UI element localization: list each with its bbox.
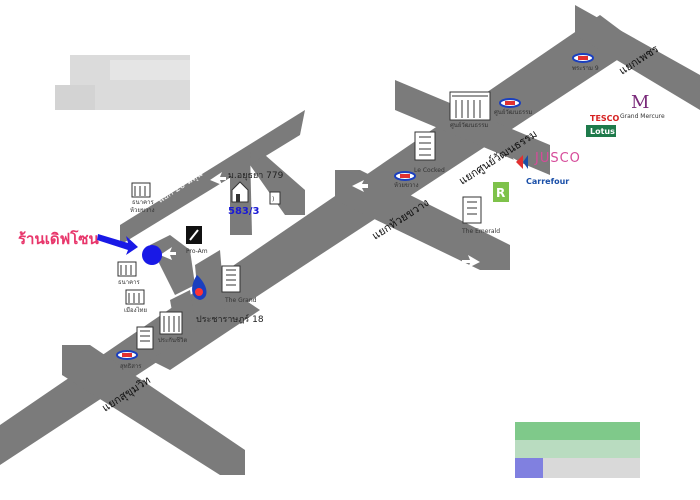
pro-am-icon: Pro-Am [186, 226, 208, 255]
blurred-logo-top [55, 55, 190, 110]
svg-text:): ) [272, 196, 274, 203]
building-left-bottom [136, 326, 154, 350]
bank-icon-1: ธนาคาร ห้วยขวาง [130, 182, 155, 214]
logo-jusco: JUSCO [534, 151, 581, 166]
building-muang-thai: ประกันชีวิต [158, 311, 187, 344]
svg-text:TESCO: TESCO [590, 114, 620, 123]
svg-text:M: M [631, 92, 649, 113]
mrt-sukhumvit: สุทธิสาร [116, 350, 142, 370]
roads [0, 5, 700, 475]
mrt-cultural-centre: ศูนย์วัฒนธรรม [494, 98, 532, 116]
traffic-arrows [160, 158, 525, 385]
svg-text:ธนาคาร: ธนาคาร [118, 279, 141, 286]
home-marker: 583/3 [228, 181, 260, 217]
cross-road-huai-khwang [335, 170, 510, 270]
building-cultural-centre: ศูนย์วัฒนธรรม [449, 91, 491, 129]
soi-18 [150, 300, 260, 370]
logo-grand-mercure: M Grand Mercure [620, 92, 665, 120]
pointer-arrow [97, 234, 138, 255]
svg-text:ศูนย์วัฒนธรรม: ศูนย์วัฒนธรรม [450, 121, 488, 129]
svg-text:พระราม 9: พระราม 9 [572, 65, 599, 72]
svg-text:The Grand: The Grand [224, 297, 257, 304]
svg-text:Lotus: Lotus [590, 127, 615, 136]
svg-text:Carrefour: Carrefour [526, 177, 569, 186]
svg-text:JUSCO: JUSCO [534, 151, 581, 166]
cross-road-sukhumvit [62, 345, 245, 475]
svg-text:Grand Mercure: Grand Mercure [620, 113, 665, 120]
svg-text:R: R [496, 186, 505, 200]
house-number: 583/3 [228, 206, 260, 217]
mrt-rama9: พระราม 9 [572, 53, 599, 72]
logo-green-r: R [493, 182, 509, 202]
cross-road-rama9 [575, 5, 700, 110]
label-soi-779: ม.อยุธยา 779 [228, 171, 284, 181]
restroom-icon: ) [269, 191, 281, 205]
bank-icon-2: ธนาคาร [117, 261, 141, 286]
side-street-2 [195, 250, 225, 320]
logo-tesco-lotus: TESCO Lotus [586, 114, 620, 137]
logo-carrefour: Carrefour [516, 155, 569, 186]
shop-marker-group: ร้านเดิฟโซน [18, 229, 162, 265]
ptt-station-icon [192, 275, 207, 300]
cross-road-cultural-centre [395, 80, 550, 175]
svg-text:ศูนย์วัฒนธรรม: ศูนย์วัฒนธรรม [494, 108, 532, 116]
svg-text:ธนาคาร: ธนาคาร [132, 199, 155, 206]
building-the-grand: The Grand [221, 265, 257, 304]
svg-text:สุทธิสาร: สุทธิสาร [120, 363, 142, 370]
svg-text:ประกันชีวิต: ประกันชีวิต [158, 336, 187, 344]
bank-icon-3: เมืองไทย [124, 289, 147, 314]
soi-779 [250, 155, 305, 215]
svg-text:Pro-Am: Pro-Am [186, 248, 208, 255]
shop-name: ร้านเดิฟโซน [18, 229, 99, 248]
mrt-huai-khwang: ห้วยขวาง [394, 171, 419, 189]
svg-text:The Emerald: The Emerald [461, 228, 500, 235]
label-soi-18: ประชาราษฎร์ 18 [196, 313, 264, 325]
svg-text:ห้วยขวาง: ห้วยขวาง [394, 182, 419, 189]
side-street-left [150, 235, 195, 295]
svg-text:เมืองไทย: เมืองไทย [124, 306, 147, 314]
shop-location-dot [142, 245, 162, 265]
building-le-cocked: Le Cocked [414, 131, 445, 174]
svg-text:ห้วยขวาง: ห้วยขวาง [130, 207, 155, 214]
svg-text:Le Cocked: Le Cocked [414, 167, 445, 174]
soi-20 [120, 110, 305, 245]
blurred-logo-bottom [515, 422, 640, 478]
building-the-emerald: The Emerald [461, 196, 500, 235]
